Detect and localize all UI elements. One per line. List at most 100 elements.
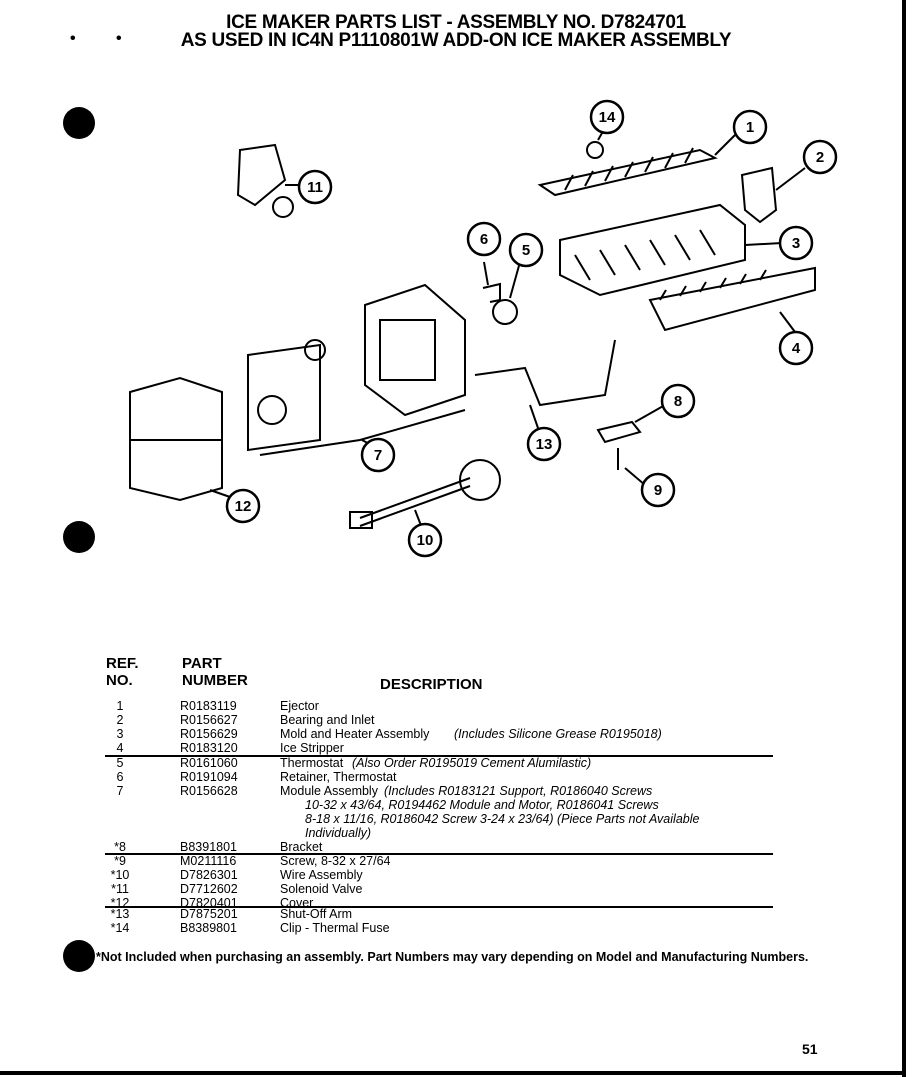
callout-7: 7	[360, 437, 396, 473]
part-number: R0156629	[180, 727, 238, 741]
callout-3: 3	[778, 225, 814, 261]
part-number: R0156627	[180, 713, 238, 727]
table-row: 4 R0183120 Ice Stripper	[0, 741, 912, 755]
footnote: *Not Included when purchasing an assembl…	[96, 950, 809, 964]
svg-text:13: 13	[536, 436, 553, 453]
table-row: 7 R0156628 Module Assembly (Includes R01…	[0, 784, 912, 798]
table-divider	[105, 853, 773, 855]
shut-off-arm-part	[474, 339, 616, 407]
solenoid-valve-part	[236, 143, 298, 218]
bearing-and-inlet-part	[740, 166, 806, 224]
part-number: D7712602	[180, 882, 238, 896]
part-description: Mold and Heater Assembly	[280, 727, 430, 741]
page-title-line-2: AS USED IN IC4N P1110801W ADD-ON ICE MAK…	[180, 30, 732, 51]
part-description: Shut-Off Arm	[280, 907, 353, 921]
ref-number: 5	[116, 756, 124, 770]
table-row-continuation: Individually)	[0, 826, 912, 840]
description-header: DESCRIPTION	[380, 676, 483, 693]
part-note: 8-18 x 11/16, R0186042 Screw 3-24 x 23/6…	[305, 812, 700, 826]
table-row: *11 D7712602 Solenoid Valve	[0, 882, 912, 896]
part-number: B8391801	[180, 840, 238, 854]
ref-number: *13	[110, 907, 130, 921]
table-row: 3 R0156629 Mold and Heater Assembly (Inc…	[0, 727, 912, 741]
ejector-part	[537, 134, 736, 197]
binder-hole	[63, 521, 95, 553]
svg-text:8: 8	[674, 393, 682, 410]
part-description: Screw, 8-32 x 27/64	[280, 854, 391, 868]
ref-number: 7	[116, 784, 124, 798]
svg-text:2: 2	[816, 149, 824, 166]
part-note: (Includes R0183121 Support, R0186040 Scr…	[384, 784, 653, 798]
part-number: M0211116	[180, 854, 237, 868]
callout-2: 2	[802, 139, 838, 175]
part-number: D7875201	[180, 907, 238, 921]
svg-text:11: 11	[307, 179, 323, 196]
callout-5: 5	[508, 232, 544, 268]
page-title-line-1: ICE MAKER PARTS LIST - ASSEMBLY NO. D782…	[226, 12, 686, 33]
callout-6: 6	[466, 221, 502, 257]
svg-text:5: 5	[522, 242, 530, 259]
callout-10: 10	[407, 522, 443, 558]
table-row: *9 M0211116 Screw, 8-32 x 27/64	[0, 854, 912, 868]
part-number: R0156628	[180, 784, 238, 798]
svg-text:4: 4	[792, 340, 801, 357]
callout-4: 4	[778, 330, 814, 366]
page-border-right	[902, 0, 906, 1077]
svg-text:1: 1	[746, 119, 754, 136]
binder-hole	[63, 107, 95, 139]
callout-13: 13	[526, 426, 562, 462]
ref-number: *9	[114, 854, 126, 868]
cover-part	[129, 376, 231, 502]
ref-number: *11	[111, 882, 129, 896]
page-border-bottom	[0, 1071, 906, 1075]
part-description: Bracket	[280, 840, 323, 854]
table-divider	[105, 755, 773, 757]
part-number-header-line-1: PART	[182, 655, 222, 672]
ref-number: *8	[114, 840, 126, 854]
part-number: D7826301	[180, 868, 238, 882]
table-row: 1 R0183119 Ejector	[0, 699, 912, 713]
part-number: R0183119	[180, 699, 237, 713]
table-row: 2 R0156627 Bearing and Inlet	[0, 713, 912, 727]
part-number: R0161060	[180, 756, 238, 770]
callout-9: 9	[640, 472, 676, 508]
ref-number: *10	[110, 868, 130, 882]
table-row-continuation: 10-32 x 43/64, R0194462 Module and Motor…	[0, 798, 912, 812]
ref-no-header-line-2: NO.	[106, 672, 133, 689]
callout-11: 11	[297, 169, 333, 205]
module-assembly-part	[247, 283, 466, 456]
ref-number: 6	[116, 770, 124, 784]
ice-stripper-part	[648, 266, 816, 337]
bracket-part	[596, 420, 642, 444]
ref-number: *14	[110, 921, 130, 935]
part-note: (Also Order R0195019 Cement Alumilastic)	[352, 756, 592, 770]
table-row-continuation: 8-18 x 11/16, R0186042 Screw 3-24 x 23/6…	[0, 812, 912, 826]
part-description: Ejector	[280, 699, 319, 713]
part-description: Bearing and Inlet	[280, 713, 375, 727]
thermal-fuse-clip-part	[586, 141, 604, 159]
thermostat-part	[492, 299, 518, 325]
part-description: Solenoid Valve	[280, 882, 363, 896]
ref-no-header-line-1: REF.	[106, 655, 139, 672]
table-row: 6 R0191094 Retainer, Thermostat	[0, 770, 912, 784]
svg-text:10: 10	[417, 532, 434, 549]
part-description: Wire Assembly	[280, 868, 363, 882]
scan-dot-mark: •	[116, 30, 122, 47]
table-row: *10 D7826301 Wire Assembly	[0, 868, 912, 882]
page-number: 51	[802, 1041, 818, 1057]
part-number-header-line-2: NUMBER	[182, 672, 248, 689]
svg-text:12: 12	[235, 498, 252, 515]
part-number: R0191094	[180, 770, 238, 784]
part-description: Thermostat	[280, 756, 344, 770]
part-description: Clip - Thermal Fuse	[280, 921, 390, 935]
callout-12: 12	[225, 488, 261, 524]
svg-text:9: 9	[654, 482, 662, 499]
table-divider	[105, 906, 773, 908]
part-number: R0183120	[180, 741, 238, 755]
callout-1: 1	[732, 109, 768, 145]
svg-text:7: 7	[374, 447, 382, 464]
part-note: Individually)	[305, 826, 372, 840]
callout-8: 8	[660, 383, 696, 419]
mold-and-heater-part	[559, 203, 783, 297]
scan-dot-mark: •	[70, 30, 76, 47]
